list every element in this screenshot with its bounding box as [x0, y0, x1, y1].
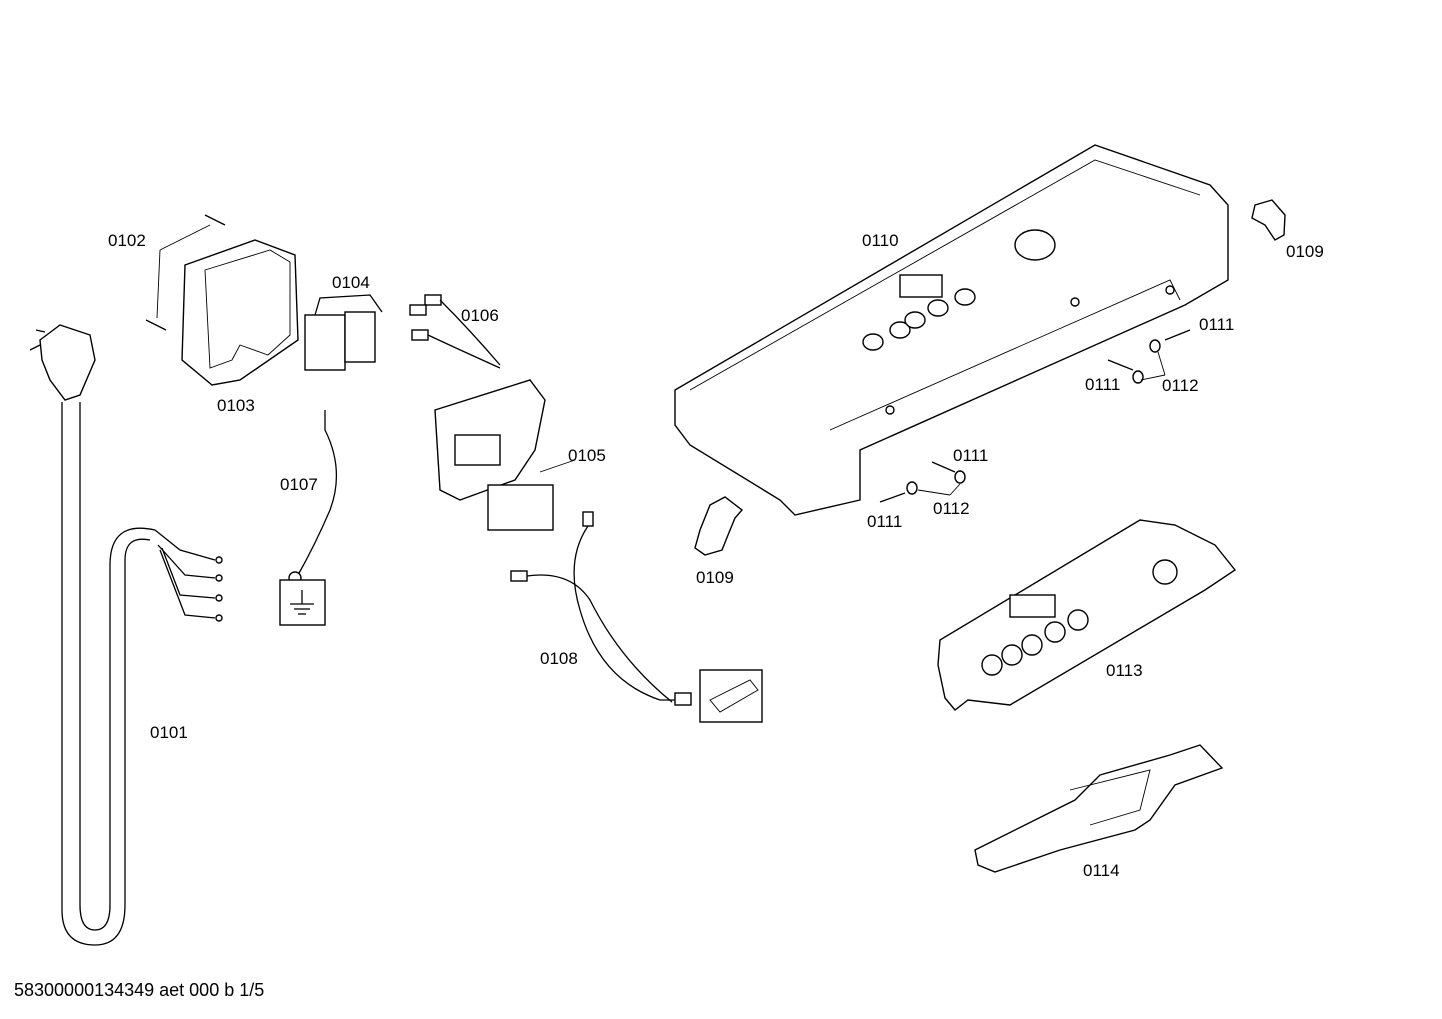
label-0113: 0113 [1106, 661, 1143, 680]
label-0106: 0106 [461, 306, 499, 325]
document-footer-id: 58300000134349 aet 000 b 1/5 [14, 980, 265, 1000]
wire-0106 [409, 294, 501, 369]
label-0112-b: 0112 [933, 499, 970, 518]
label-0105: 0105 [568, 446, 606, 465]
label-0107: 0107 [280, 475, 318, 494]
label-0103: 0103 [217, 396, 255, 415]
label-0112-a: 0112 [1162, 376, 1199, 395]
screw-0102 [145, 214, 226, 331]
label-0104: 0104 [332, 273, 370, 292]
label-0109-left: 0109 [696, 568, 734, 587]
screws-0111-0112-lower [879, 461, 966, 503]
label-0101: 0101 [150, 723, 188, 742]
label-0109-right: 0109 [1286, 242, 1324, 261]
label-0111-b: 0111 [1085, 375, 1120, 394]
label-0111-a: 0111 [1199, 315, 1234, 334]
screws-0111-0112-upper [1107, 329, 1191, 384]
label-0102: 0102 [108, 231, 146, 250]
label-0110: 0110 [862, 231, 899, 250]
label-0111-d: 0111 [867, 512, 902, 531]
bracket-0114 [974, 744, 1224, 873]
terminal-block-0104 [304, 294, 383, 371]
box-cover-0103 [181, 239, 299, 386]
label-0108: 0108 [540, 649, 578, 668]
earth-wire-0107 [279, 410, 338, 626]
power-cord-0101 [29, 324, 223, 946]
control-panel-0110 [674, 144, 1229, 516]
clip-0109-left [694, 496, 744, 556]
label-0111-c: 0111 [953, 446, 988, 465]
bracket-relay-0105 [434, 379, 576, 531]
label-0114: 0114 [1083, 861, 1120, 880]
wire-harness-0108 [510, 511, 763, 723]
control-module-0113 [937, 519, 1237, 711]
clip-0109-right [1251, 199, 1286, 241]
